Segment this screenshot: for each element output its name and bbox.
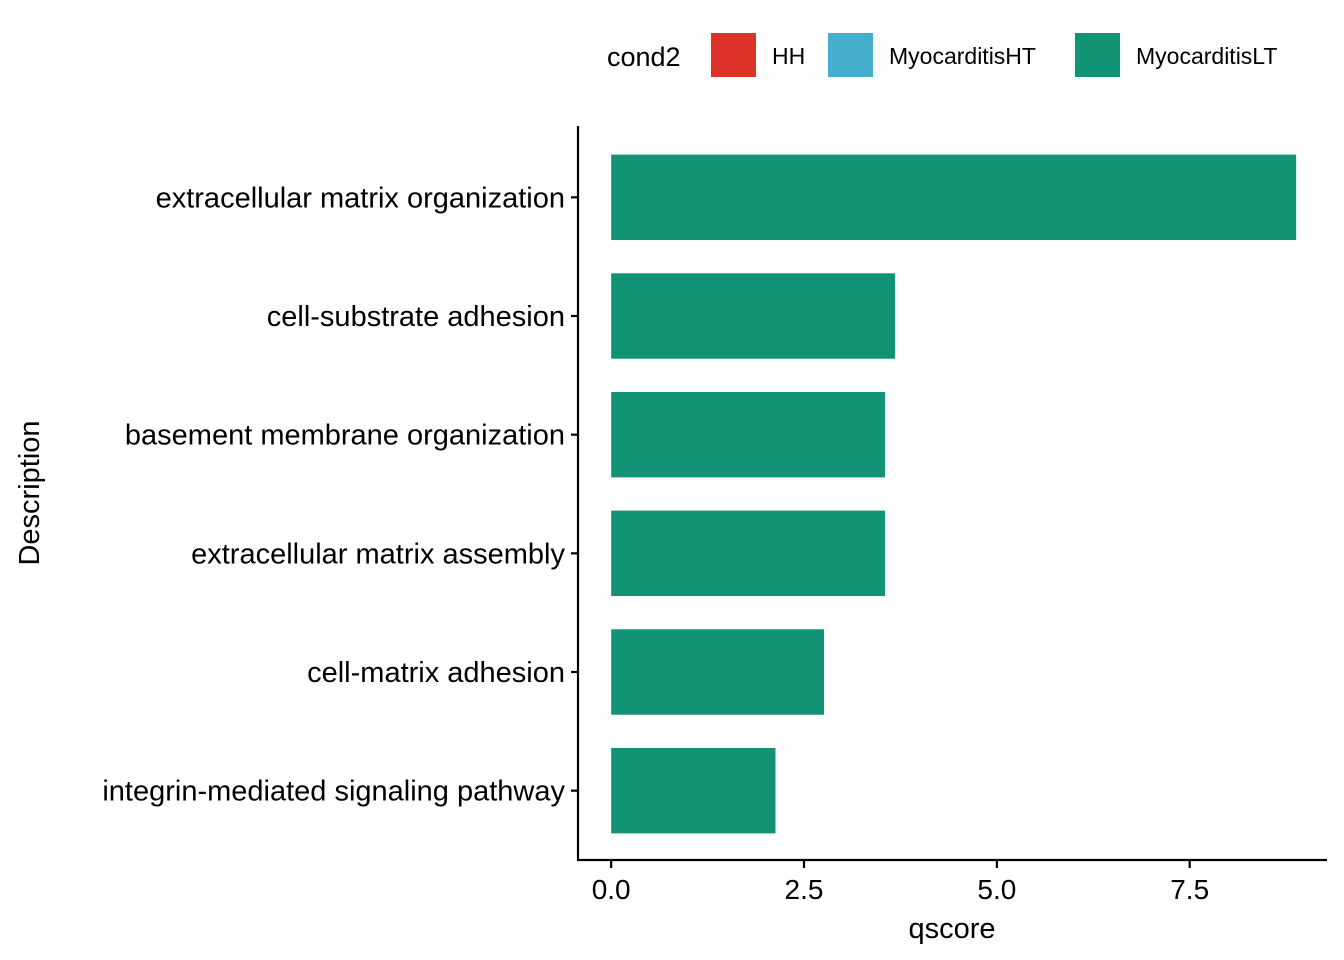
- bar: [611, 391, 886, 478]
- x-tick-label: 0.0: [592, 874, 631, 905]
- y-axis-ticks: extracellular matrix organization cell-su…: [102, 182, 578, 808]
- y-tick-label: extracellular matrix organization: [156, 182, 565, 214]
- bar: [611, 747, 776, 834]
- legend-label: MyocarditisHT: [889, 43, 1036, 69]
- y-tick-label: basement membrane organization: [125, 420, 565, 452]
- y-tick-label: cell-substrate adhesion: [267, 301, 565, 333]
- legend-swatch: [711, 33, 756, 77]
- bar: [611, 629, 825, 715]
- x-tick-label: 7.5: [1170, 874, 1209, 905]
- legend: cond2 HH MyocarditisHT MyocarditisLT: [607, 33, 1277, 77]
- x-axis-title: qscore: [908, 913, 995, 945]
- bar: [611, 154, 1297, 241]
- legend-title: cond2: [607, 42, 681, 72]
- bar: [611, 510, 886, 597]
- x-tick-label: 5.0: [977, 874, 1016, 905]
- y-tick-label: extracellular matrix assembly: [191, 538, 565, 570]
- legend-entries: HH MyocarditisHT MyocarditisLT: [711, 33, 1277, 77]
- legend-swatch: [828, 33, 873, 77]
- x-tick-label: 2.5: [785, 874, 824, 905]
- y-tick-label: integrin-mediated signaling pathway: [102, 776, 565, 808]
- legend-swatch: [1075, 33, 1120, 77]
- y-axis-title: Description: [14, 420, 46, 565]
- bars: [611, 154, 1297, 834]
- x-axis-ticks: 0.0 2.5 5.0 7.5: [592, 860, 1209, 905]
- bar: [611, 273, 896, 359]
- legend-label: MyocarditisLT: [1136, 43, 1277, 69]
- legend-label: HH: [772, 43, 805, 69]
- y-tick-label: cell-matrix adhesion: [307, 657, 565, 689]
